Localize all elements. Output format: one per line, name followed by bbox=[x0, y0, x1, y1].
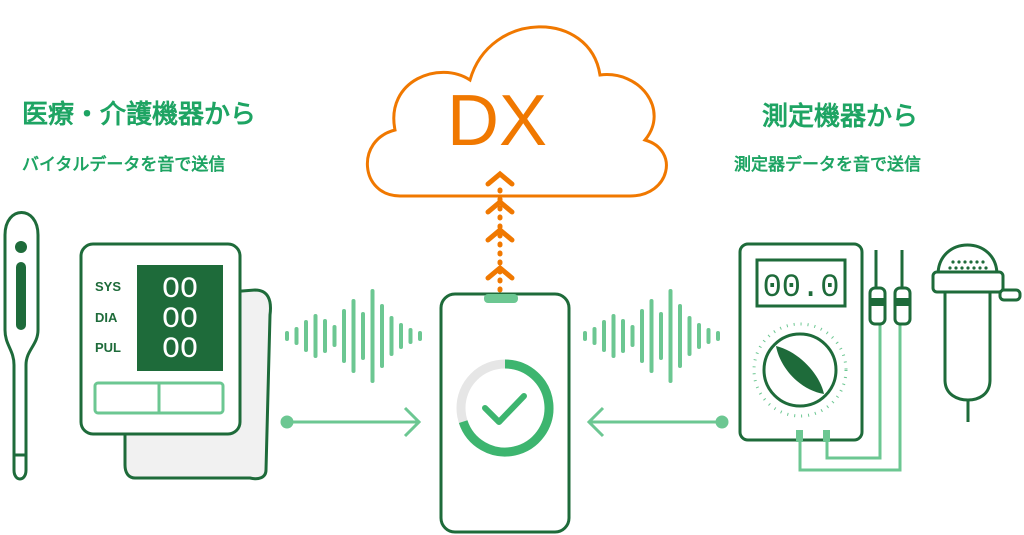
sound-wave-left bbox=[285, 289, 422, 383]
thermometer-icon bbox=[3, 211, 40, 481]
sys-label: SYS bbox=[95, 279, 121, 294]
upload-arrows-icon bbox=[485, 170, 515, 318]
check-icon bbox=[482, 393, 527, 425]
smartphone bbox=[439, 292, 571, 534]
multimeter-display: 00.0 bbox=[763, 269, 840, 306]
sound-level-meter-icon bbox=[931, 243, 1022, 422]
pul-label: PUL bbox=[95, 340, 121, 355]
multimeter-icon: 00.0 bbox=[738, 242, 912, 472]
right-title: 測定機器から bbox=[762, 102, 919, 132]
left-title: 医療・介護機器から bbox=[22, 100, 257, 130]
pul-value: OO bbox=[162, 333, 198, 367]
dx-label: DX bbox=[447, 81, 547, 161]
sound-wave-right bbox=[583, 289, 720, 383]
dia-label: DIA bbox=[95, 310, 118, 325]
right-subtitle: 測定器データを音で送信 bbox=[734, 155, 921, 175]
dia-value: OO bbox=[162, 303, 198, 337]
blood-pressure-monitor: SYS DIA PUL OO OO OO bbox=[79, 242, 272, 481]
arrow-right-icon bbox=[280, 406, 422, 438]
left-subtitle: バイタルデータを音で送信 bbox=[22, 155, 226, 175]
sys-value: OO bbox=[162, 273, 198, 307]
cloud-icon: DX bbox=[366, 25, 668, 198]
progress-ring bbox=[458, 359, 554, 457]
arrow-left-icon bbox=[586, 406, 729, 438]
